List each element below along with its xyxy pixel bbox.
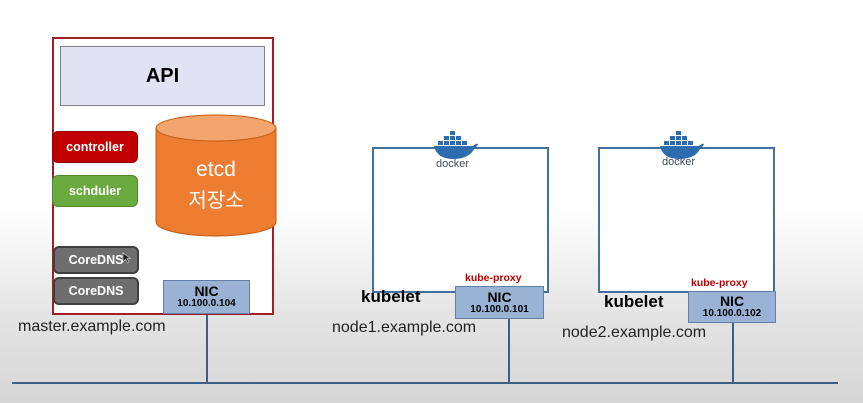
master-nic-box: NIC 10.100.0.104 [163, 280, 250, 314]
scheduler-box: schduler [52, 175, 138, 207]
node1-hostname: node1.example.com [332, 319, 477, 336]
node2-nic-ip: 10.100.0.102 [702, 308, 762, 320]
cursor-icon [122, 252, 132, 264]
node1-nic-label: NIC [487, 288, 512, 305]
network-bus-line [12, 382, 838, 384]
node1-kube-proxy-label: kube-proxy [465, 272, 522, 284]
coredns-label-2: CoreDNS [68, 284, 124, 298]
node2-docker-label: docker [662, 156, 696, 168]
node2-uplink-line [732, 322, 734, 383]
master-nic-ip: 10.100.0.104 [177, 298, 236, 310]
node1-kubelet-label: kubelet [361, 287, 421, 306]
etcd-cylinder [155, 114, 277, 237]
api-label: API [145, 64, 180, 87]
master-hostname: master.example.com [18, 318, 166, 335]
master-nic-label: NIC [194, 283, 219, 300]
node2-nic-label: NIC [719, 293, 745, 310]
docker-whale-icon [660, 131, 704, 159]
docker-whale-icon [434, 131, 478, 159]
controller-label: controller [66, 140, 124, 154]
controller-box: controller [52, 131, 138, 163]
etcd-label: etcd [196, 158, 236, 181]
scheduler-label: schduler [68, 184, 122, 198]
node2-box [598, 147, 775, 293]
coredns-label-1: CoreDNS [68, 253, 124, 267]
node1-uplink-line [508, 318, 510, 383]
node2-nic-box: NIC 10.100.0.102 [688, 291, 776, 323]
master-uplink-line [206, 313, 208, 383]
node2-kubelet-label: kubelet [604, 292, 664, 311]
node1-nic-ip: 10.100.0.101 [470, 303, 529, 315]
node1-docker-label: docker [436, 158, 470, 170]
node1-nic-box: NIC 10.100.0.101 [455, 286, 544, 319]
coredns-box-2: CoreDNS [53, 277, 139, 305]
node2-hostname: node2.example.com [562, 324, 707, 341]
node1-box [372, 147, 549, 293]
api-server-box: API [60, 46, 265, 106]
etcd-storage-label: 저장소 [188, 188, 244, 212]
node2-kube-proxy-label: kube-proxy [691, 277, 748, 289]
